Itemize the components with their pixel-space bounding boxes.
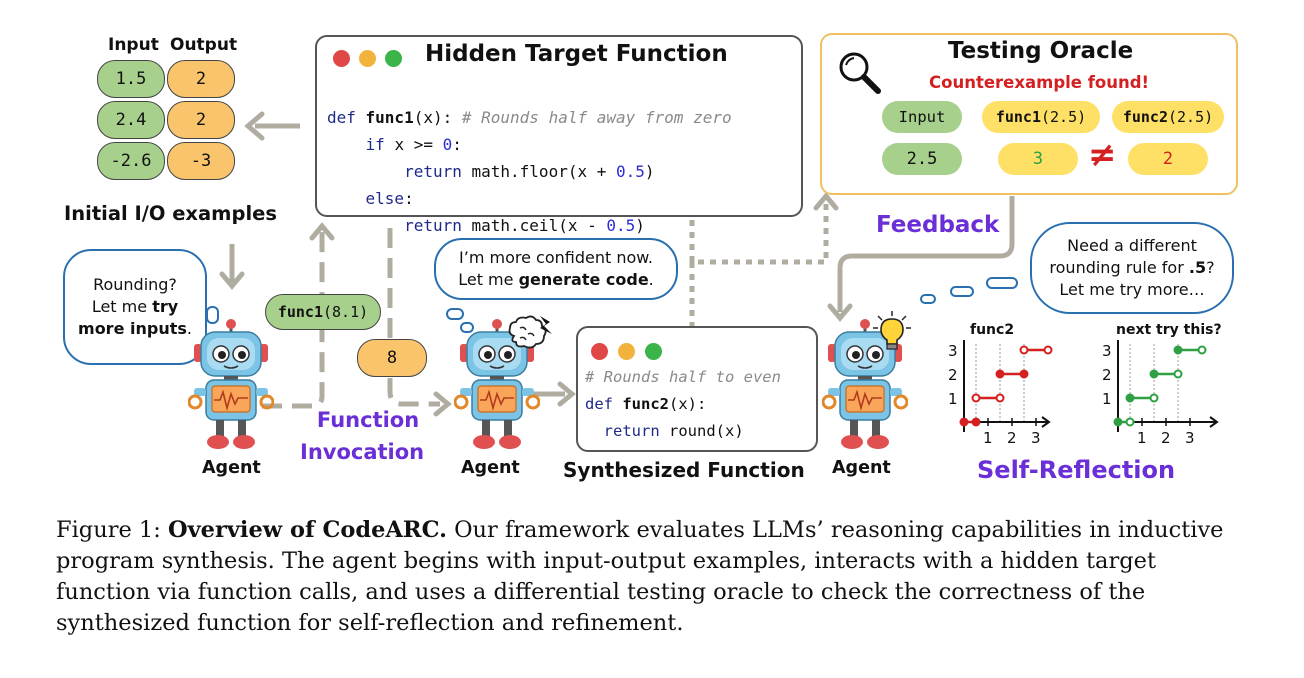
agent2-label: Agent: [461, 458, 520, 478]
self-reflection-label: Self-Reflection: [977, 456, 1176, 484]
chart-endpoint: [1043, 345, 1053, 355]
testing-oracle-window: Testing Oracle Counterexample found! Inp…: [820, 33, 1238, 195]
chart-endpoint: [1019, 369, 1029, 379]
dotted-oracle-head: [813, 192, 839, 211]
arrow-to-io-examples-head: [244, 111, 265, 141]
agent3-thought-bubble: Need a different rounding rule for .5? L…: [1030, 222, 1234, 314]
feedback-label: Feedback: [876, 212, 1000, 238]
chart-endpoint: [1125, 393, 1135, 403]
arrow-feedback-head: [827, 303, 853, 322]
hidden-function-code: def func1(x): # Rounds half away from ze…: [327, 108, 732, 235]
brain-lightning-icon: [508, 315, 552, 349]
thought-dot: [460, 322, 474, 333]
chart-endpoint: [995, 369, 1005, 379]
chart-x-axis-arrow: [1041, 416, 1051, 428]
io-input-1: 1.5: [97, 60, 165, 98]
function-invocation-label: Function Invocation: [300, 408, 425, 464]
oracle-input-value: 2.5: [882, 143, 962, 175]
chart-y-tick-label: 3: [948, 342, 958, 360]
io-input-2: 2.4: [97, 101, 165, 139]
hidden-function-window: Hidden Target Function def func1(x): # R…: [315, 35, 803, 235]
not-equal-icon: ≠: [1088, 135, 1117, 175]
lightbulb-icon: [873, 311, 911, 350]
agent1-thought-bubble: Rounding? Let me try more inputs.: [63, 249, 207, 365]
oracle-func1-value: 3: [998, 143, 1078, 175]
chart-title: next try this?: [1116, 322, 1222, 338]
window-dot-red: [591, 343, 608, 360]
chart-endpoint: [1173, 369, 1183, 379]
magnifier-icon: [839, 52, 881, 94]
chart-endpoint: [1113, 417, 1123, 427]
chart-endpoint: [1197, 345, 1207, 355]
figure-caption: Figure 1: Overview of CodeARC. Our frame…: [56, 517, 1224, 636]
chart-endpoint: [1173, 345, 1183, 355]
hidden-function-title: Hidden Target Function: [425, 41, 728, 67]
chart-y-tick-label: 2: [1102, 366, 1112, 384]
dotted-hidden-to-oracle: [689, 204, 829, 265]
arrow-function-return-head: [433, 391, 452, 417]
io-examples-title: Initial I/O examples: [64, 202, 277, 225]
agent1-label: Agent: [202, 458, 261, 478]
chart-y-tick-label: 1: [948, 390, 958, 408]
chart-x-tick-label: 2: [1161, 429, 1171, 447]
oracle-func2-call: func2(2.5): [1112, 101, 1224, 133]
chart-y-tick-label: 1: [1102, 390, 1112, 408]
window-dot-yellow: [359, 50, 376, 67]
return-value-pill: 8: [357, 339, 427, 377]
chart-y-tick-label: 3: [1102, 342, 1112, 360]
function-call-pill: func1(8.1): [265, 294, 381, 330]
oracle-func2-value: 2: [1128, 143, 1208, 175]
window-dot-green: [645, 343, 662, 360]
chart-endpoint: [1149, 369, 1159, 379]
chart-x-tick-label: 1: [983, 429, 993, 447]
synthesized-function-window: # Rounds half to even def func2(x): retu…: [576, 326, 818, 452]
chart-endpoint: [971, 393, 981, 403]
connector-layer: [219, 111, 1015, 417]
oracle-title: Testing Oracle: [948, 38, 1134, 64]
window-dot-green: [385, 50, 402, 67]
io-input-3: -2.6: [97, 142, 165, 180]
chart-x-axis-arrow: [1209, 416, 1219, 428]
arrow-function-call-head: [309, 222, 335, 241]
thought-dot: [446, 308, 464, 320]
agent3-label: Agent: [832, 458, 891, 478]
io-output-3: -3: [167, 142, 235, 180]
agent1-robot-icon: [188, 318, 274, 451]
chart-x-tick-label: 3: [1185, 429, 1195, 447]
chart-title: func2: [970, 322, 1014, 338]
thought-dot: [986, 277, 1018, 289]
thought-dot: [920, 294, 936, 304]
chart-endpoint: [1149, 393, 1159, 403]
synthesized-code: # Rounds half to even def func2(x): retu…: [585, 368, 781, 440]
arrow-feedback: [837, 196, 1015, 312]
chart-x-tick-label: 2: [1007, 429, 1017, 447]
chart-endpoint: [1125, 417, 1135, 427]
arrow-agent-to-synth-head: [557, 381, 576, 407]
synthesized-function-title: Synthesized Function: [563, 458, 805, 482]
chart-endpoint: [995, 393, 1005, 403]
oracle-input-label: Input: [882, 101, 962, 133]
window-dot-yellow: [618, 343, 635, 360]
chart-endpoint: [971, 417, 981, 427]
arrow-function-call: [262, 232, 325, 409]
oracle-func1-call: func1(2.5): [982, 101, 1100, 133]
chart-x-tick-label: 1: [1137, 429, 1147, 447]
chart-endpoint: [959, 417, 969, 427]
chart-y-tick-label: 2: [948, 366, 958, 384]
oracle-subtitle: Counterexample found!: [929, 73, 1150, 92]
thought-dot: [950, 286, 974, 297]
arrow-function-return: [387, 228, 440, 407]
agent2-thought-bubble: I’m more confident now. Let me generate …: [434, 238, 678, 300]
chart-x-tick-label: 3: [1031, 429, 1041, 447]
window-dot-red: [333, 50, 350, 67]
io-output-2: 2: [167, 101, 235, 139]
io-input-header: Input: [108, 35, 159, 55]
io-output-header: Output: [170, 35, 238, 55]
io-output-1: 2: [167, 60, 235, 98]
arrow-io-to-agent-head: [219, 271, 245, 290]
thought-dot: [206, 306, 219, 324]
chart-endpoint: [1019, 345, 1029, 355]
